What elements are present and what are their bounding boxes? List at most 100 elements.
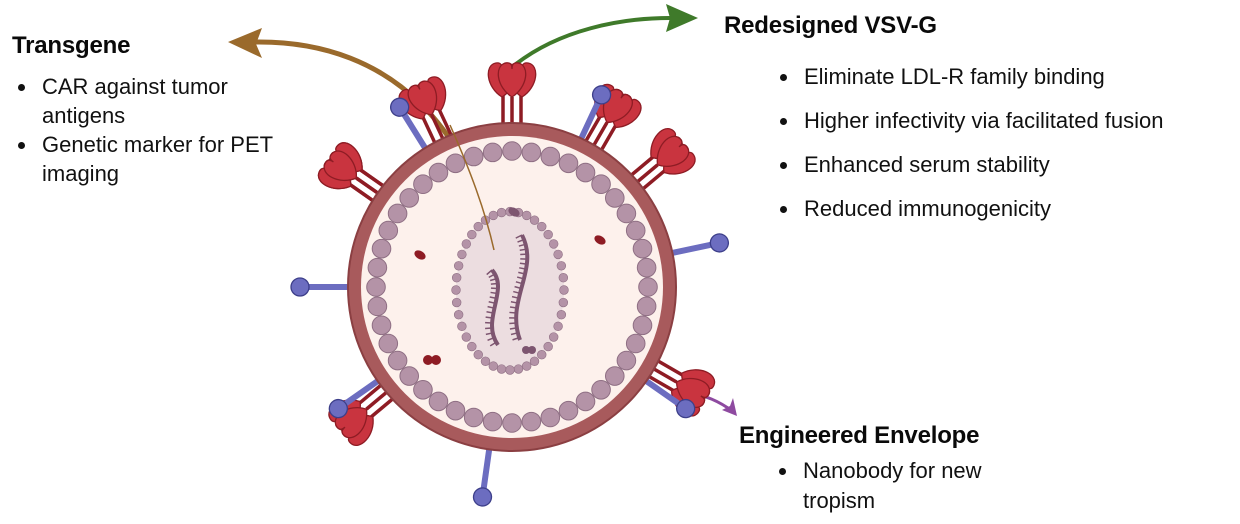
core-protein (521, 210, 532, 221)
rna-tick (485, 332, 493, 336)
capsomere (463, 146, 484, 167)
capsomere (540, 146, 561, 167)
core-protein (521, 361, 532, 371)
capsomere (575, 391, 596, 412)
transgene-title: Transgene (12, 32, 131, 59)
envelope-title: Engineered Envelope (739, 422, 980, 449)
rna-tick (518, 243, 526, 247)
capsomere (502, 141, 522, 161)
rna-tick (509, 306, 518, 309)
rna-strand (514, 234, 530, 341)
envelope-section: Engineered Envelope Nanobody for new tro… (739, 422, 1059, 516)
core-protein (558, 297, 569, 308)
vsvg-title: Redesigned VSV-G (724, 12, 937, 39)
capsomere (632, 238, 653, 259)
capsomere (591, 379, 611, 400)
capsomere (616, 203, 637, 224)
rna-tick (509, 322, 517, 325)
core-protein (505, 365, 515, 375)
capsomere (502, 413, 522, 433)
core-protein (558, 273, 569, 283)
capsomere (636, 257, 657, 278)
capsomere (575, 162, 596, 183)
capsomere (604, 188, 625, 208)
rna-tick (514, 285, 522, 290)
rna-tick (515, 234, 523, 239)
capsomere (366, 277, 386, 297)
core-protein (496, 207, 507, 218)
core-protein (513, 364, 524, 374)
nucleocapsid-core (451, 206, 569, 375)
capsomere (387, 350, 408, 371)
capsomere (399, 366, 420, 386)
core-protein (457, 321, 467, 332)
capsomere (445, 153, 466, 174)
rna-tick (509, 327, 517, 330)
capsomere (636, 296, 657, 317)
core-protein (467, 229, 477, 240)
rna-tick (513, 290, 521, 295)
protein-blob (508, 207, 520, 217)
core-protein (451, 273, 462, 283)
core-protein (457, 249, 467, 260)
capsomere (371, 238, 392, 259)
capsomere (413, 174, 433, 195)
rna-tick (488, 273, 496, 279)
rna-tick (519, 267, 527, 270)
vsvg-section: Redesigned VSV-G Eliminate LDL-R family … (724, 12, 1240, 238)
rna-tick (512, 336, 520, 341)
transgene-pointer-line (449, 124, 495, 251)
capsomere (367, 296, 388, 317)
rna-tick (489, 341, 497, 347)
capsomere (399, 188, 420, 208)
capsomere (482, 142, 503, 163)
core-protein (451, 297, 462, 308)
rna-tick (519, 248, 527, 251)
rna-tick (510, 332, 518, 336)
core-protein (553, 249, 563, 260)
capsomere (413, 379, 433, 400)
capsomere (625, 333, 646, 354)
rna-tick (517, 238, 525, 243)
core-protein (559, 285, 569, 295)
protein-blob (431, 355, 441, 365)
core-protein (548, 332, 559, 342)
list-item: Genetic marker for PET imaging (12, 130, 292, 188)
vsvg-list: Eliminate LDL-R family binding Higher in… (774, 62, 1240, 223)
capsomere (521, 411, 542, 432)
list-item: Higher infectivity via facilitated fusio… (774, 106, 1240, 135)
core-protein (488, 210, 499, 221)
core-protein (461, 332, 472, 342)
rna-tick (518, 271, 526, 275)
rna-tick (511, 295, 520, 299)
core-protein (467, 341, 477, 352)
protein-blob (423, 355, 433, 365)
rna-tick (485, 316, 493, 319)
rna-tick (515, 281, 523, 285)
core-protein (451, 285, 461, 295)
capsomere (632, 315, 653, 336)
core-protein (473, 221, 483, 232)
core-protein (496, 364, 507, 374)
rna-tick (486, 311, 494, 314)
core-protein (473, 350, 483, 360)
capsomere (445, 400, 466, 421)
rna-strand (490, 268, 500, 347)
matrix-protein-ring (366, 141, 658, 433)
rna-tick (487, 305, 495, 309)
rna-tick (488, 301, 496, 305)
protein-blob (522, 346, 530, 354)
core-protein (548, 239, 559, 249)
rna-tick (509, 311, 517, 314)
core-protein (488, 361, 499, 371)
list-item: Nanobody for new tropism (773, 456, 1059, 516)
capsomere (558, 153, 579, 174)
capsomere (367, 257, 388, 278)
core-protein (556, 310, 567, 320)
list-item: Reduced immunogenicity (774, 194, 1240, 223)
rna-tick (490, 282, 498, 285)
capsomere (638, 277, 658, 297)
envelope-list: Nanobody for new tropism (773, 456, 1059, 516)
glycoprotein-spike-icon (487, 62, 537, 147)
capsomere (604, 366, 625, 386)
